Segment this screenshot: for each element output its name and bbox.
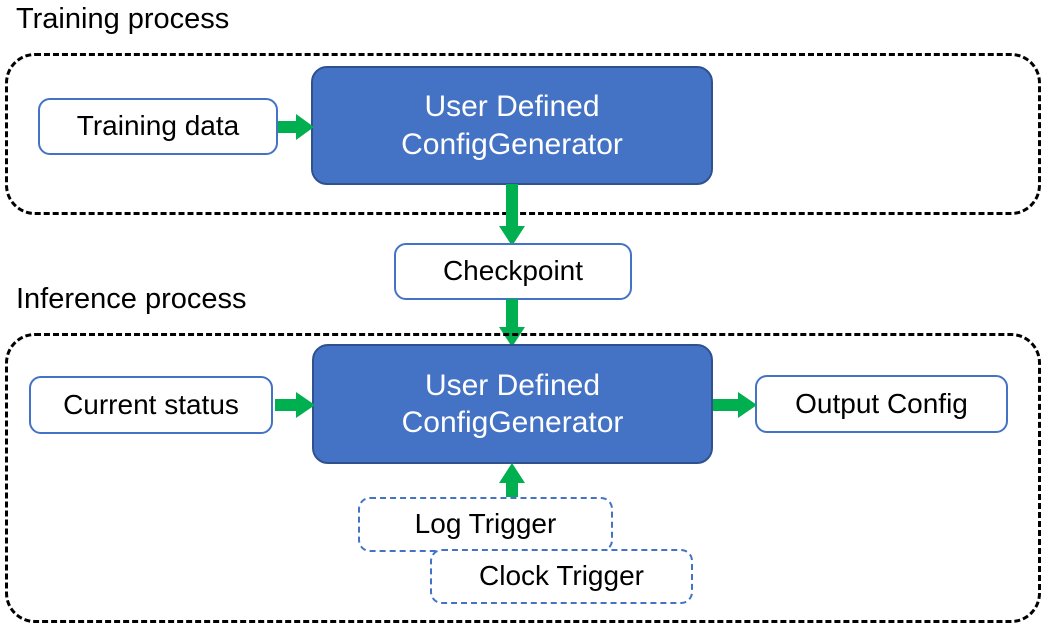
arrow-inference-generator-to-output-config <box>713 392 757 418</box>
node-output-config-label: Output Config <box>795 387 968 419</box>
node-output-config[interactable]: Output Config <box>755 375 1008 433</box>
arrow-training-data-to-generator <box>278 114 314 140</box>
node-inference-config-generator[interactable]: User Defined ConfigGenerator <box>312 344 713 464</box>
node-log-trigger[interactable]: Log Trigger <box>358 497 613 552</box>
node-training-config-generator[interactable]: User Defined ConfigGenerator <box>311 66 713 185</box>
node-current-status[interactable]: Current status <box>29 376 273 434</box>
node-clock-trigger[interactable]: Clock Trigger <box>430 549 693 604</box>
node-current-status-label: Current status <box>63 388 239 420</box>
training-process-container <box>5 53 1041 215</box>
node-inference-config-generator-line2: ConfigGenerator <box>401 406 624 439</box>
node-training-data[interactable]: Training data <box>38 98 278 155</box>
node-checkpoint[interactable]: Checkpoint <box>394 243 632 300</box>
node-inference-config-generator-line1: User Defined <box>424 368 601 402</box>
node-training-config-generator-line1: User Defined <box>424 90 600 124</box>
node-log-trigger-label: Log Trigger <box>414 508 557 540</box>
node-checkpoint-label: Checkpoint <box>442 255 584 287</box>
inference-process-title: Inference process <box>16 283 247 315</box>
node-training-data-label: Training data <box>76 110 240 142</box>
arrow-trigger-to-inference-generator <box>499 463 525 501</box>
arrow-current-status-to-inference-generator <box>275 392 315 418</box>
arrow-checkpoint-to-inference-generator <box>499 299 525 347</box>
inference-process-container <box>5 333 1041 623</box>
training-process-title: Training process <box>16 3 230 35</box>
arrow-training-generator-to-checkpoint <box>499 184 525 246</box>
node-clock-trigger-label: Clock Trigger <box>479 560 644 592</box>
node-training-config-generator-line2: ConfigGenerator <box>401 127 623 161</box>
